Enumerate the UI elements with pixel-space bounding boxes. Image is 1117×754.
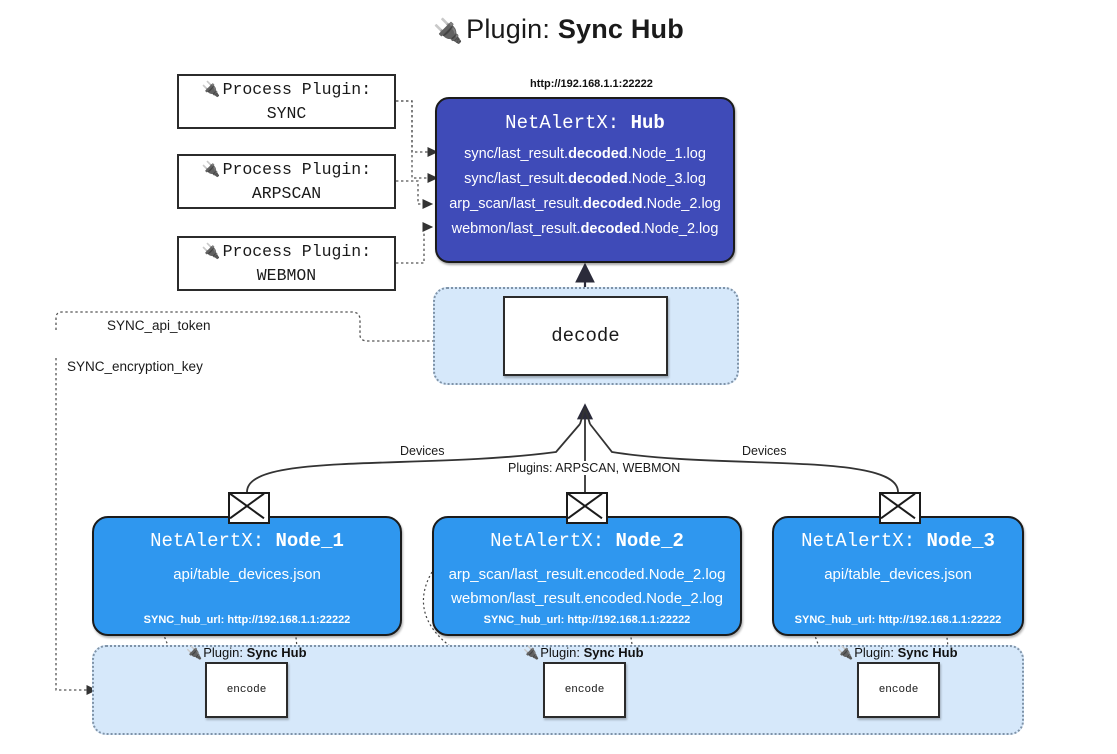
hub-log-line: sync/last_result.decoded.Node_3.log xyxy=(464,170,706,187)
encode-1-plugin-tag: 🔌Plugin: Sync Hub xyxy=(186,645,307,660)
hub-url-label: http://192.168.1.1:22222 xyxy=(530,78,653,90)
encode-2-plugin-tag: 🔌Plugin: Sync Hub xyxy=(523,645,644,660)
netalertx-node-3[interactable]: NetAlertX: Node_3 api/table_devices.json… xyxy=(772,516,1024,636)
node-3-rows: api/table_devices.json xyxy=(774,563,1022,587)
wire-arpscan-to-hub xyxy=(396,180,434,210)
node-1-hub-url: SYNC_hub_url: http://192.168.1.1:22222 xyxy=(143,614,351,626)
plug-icon: 🔌 xyxy=(201,242,221,260)
wire-webmon-to-hub xyxy=(396,221,434,264)
decode-box[interactable]: decode xyxy=(503,296,668,376)
hub-log-line: sync/last_result.decoded.Node_1.log xyxy=(464,146,706,162)
process-plugin-sync[interactable]: 🔌Process Plugin: SYNC xyxy=(177,74,396,129)
process-plugin-webmon-line2: WEBMON xyxy=(256,265,317,285)
plug-icon: 🔌 xyxy=(201,160,221,178)
process-plugin-webmon[interactable]: 🔌Process Plugin: WEBMON xyxy=(177,236,396,291)
process-plugin-arpscan-line2: ARPSCAN xyxy=(251,183,322,203)
envelope-icon xyxy=(566,492,608,524)
node-2-title: NetAlertX: Node_2 xyxy=(490,530,684,552)
wire-sync-to-hub-1 xyxy=(396,100,439,158)
process-plugin-sync-line2: SYNC xyxy=(266,103,307,123)
sync-encryption-key-label: SYNC_encryption_key xyxy=(64,359,206,374)
sync-api-token-label: SYNC_api_token xyxy=(104,318,214,333)
page-title-name: Sync Hub xyxy=(557,14,684,44)
edge-label-plugins: Plugins: ARPSCAN, WEBMON xyxy=(504,461,685,475)
process-plugin-arpscan-line1: 🔌Process Plugin: xyxy=(201,159,372,179)
netalertx-node-2[interactable]: NetAlertX: Node_2 arp_scan/last_result.e… xyxy=(432,516,742,636)
node-row: arp_scan/last_result.encoded.Node_2.log xyxy=(448,566,726,583)
edge-label-devices-left: Devices xyxy=(396,444,449,458)
plug-icon: 🔌 xyxy=(201,80,221,98)
wire-node3-to-decode xyxy=(589,423,899,493)
node-3-hub-url: SYNC_hub_url: http://192.168.1.1:22222 xyxy=(794,614,1002,626)
node-3-title: NetAlertX: Node_3 xyxy=(801,530,995,552)
page-title-prefix: Plugin: xyxy=(466,14,558,44)
plug-icon: 🔌 xyxy=(837,645,854,660)
envelope-icon xyxy=(879,492,921,524)
encode-box-1[interactable]: encode xyxy=(205,662,288,718)
wire-sync-to-hub-2 xyxy=(396,100,439,184)
wire-node1-to-decode xyxy=(246,423,581,493)
node-row: api/table_devices.json xyxy=(173,566,321,583)
hub-log-list: sync/last_result.decoded.Node_1.log sync… xyxy=(437,142,733,242)
encode-box-3[interactable]: encode xyxy=(857,662,940,718)
hub-node[interactable]: NetAlertX: Hub sync/last_result.decoded.… xyxy=(435,97,735,263)
process-plugin-webmon-line1: 🔌Process Plugin: xyxy=(201,241,372,261)
encode-3-plugin-tag: 🔌Plugin: Sync Hub xyxy=(837,645,958,660)
encode-box-2[interactable]: encode xyxy=(543,662,626,718)
netalertx-node-1[interactable]: NetAlertX: Node_1 api/table_devices.json… xyxy=(92,516,402,636)
wire-encryption-key-to-band xyxy=(55,358,98,696)
node-1-title: NetAlertX: Node_1 xyxy=(150,530,344,552)
node-2-hub-url: SYNC_hub_url: http://192.168.1.1:22222 xyxy=(483,614,691,626)
node-2-rows: arp_scan/last_result.encoded.Node_2.log … xyxy=(434,563,740,612)
node-1-rows: api/table_devices.json xyxy=(94,563,400,587)
envelope-icon xyxy=(228,492,270,524)
node-row: api/table_devices.json xyxy=(824,566,972,583)
hub-log-line: webmon/last_result.decoded.Node_2.log xyxy=(451,220,719,237)
hub-log-line: arp_scan/last_result.decoded.Node_2.log xyxy=(449,195,721,212)
page-title: 🔌Plugin: Sync Hub xyxy=(0,14,1117,45)
plug-icon: 🔌 xyxy=(433,18,464,45)
edge-label-devices-right: Devices xyxy=(738,444,791,458)
process-plugin-arpscan[interactable]: 🔌Process Plugin: ARPSCAN xyxy=(177,154,396,209)
node-row: webmon/last_result.encoded.Node_2.log xyxy=(451,590,723,608)
plug-icon: 🔌 xyxy=(186,645,203,660)
hub-title: NetAlertX: Hub xyxy=(505,112,665,134)
process-plugin-sync-line1: 🔌Process Plugin: xyxy=(201,79,372,99)
plug-icon: 🔌 xyxy=(523,645,540,660)
